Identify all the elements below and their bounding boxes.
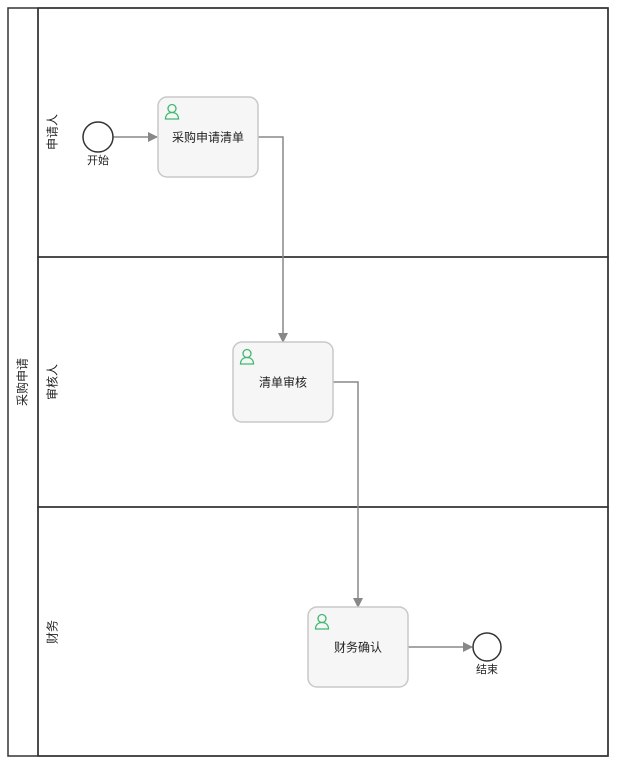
pool-label: 采购申请	[15, 358, 30, 406]
end-event[interactable]: 结束	[472, 632, 502, 676]
task-finance-confirm[interactable]: 财务确认	[307, 606, 409, 688]
start-event[interactable]: 开始	[82, 121, 114, 167]
flow-task2-to-task3[interactable]	[333, 381, 363, 608]
lane-applicant[interactable]: 申请人	[37, 7, 609, 258]
task-purchase-request-list[interactable]: 采购申请清单	[157, 96, 259, 178]
lane-label-reviewer: 审核人	[45, 364, 60, 400]
task-label: 财务确认	[334, 640, 382, 655]
task-list-review[interactable]: 清单审核	[232, 341, 334, 423]
sequence-flows	[113, 132, 473, 652]
start-event-label: 开始	[87, 153, 109, 167]
task-label: 清单审核	[259, 375, 307, 390]
flow-task1-to-task2[interactable]	[258, 136, 288, 343]
end-event-label: 结束	[476, 663, 498, 676]
task-label: 采购申请清单	[172, 130, 244, 145]
lane-label-finance: 财务	[45, 620, 60, 644]
lane-finance[interactable]: 财务	[37, 506, 609, 757]
lane-label-applicant: 申请人	[46, 114, 60, 150]
